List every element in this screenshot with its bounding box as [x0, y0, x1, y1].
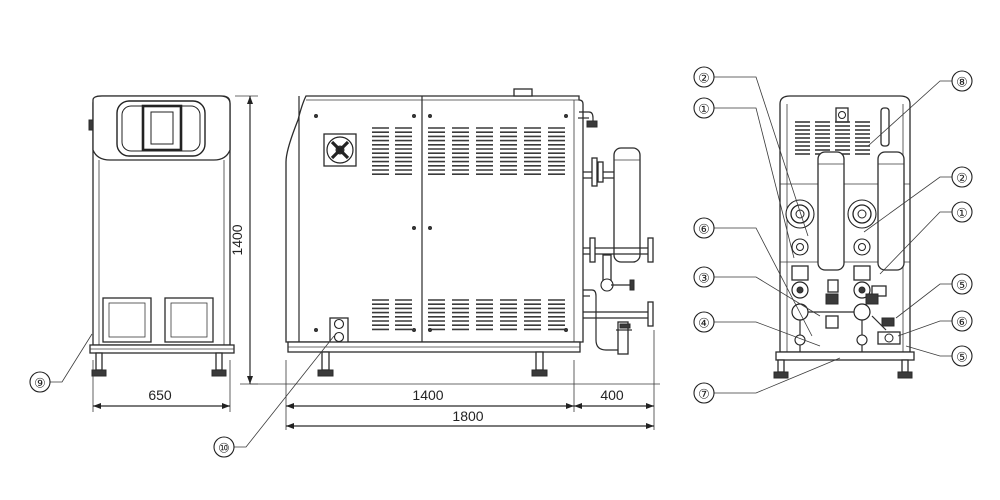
- svg-text:⑥: ⑥: [698, 222, 710, 237]
- callout-1-left: ①: [693, 97, 715, 119]
- callout-6-left: ⑥: [693, 217, 715, 239]
- side-view: [285, 88, 654, 377]
- svg-text:⑩: ⑩: [218, 441, 230, 456]
- svg-text:②: ②: [956, 171, 968, 186]
- svg-text:⑦: ⑦: [698, 387, 710, 402]
- callout-5-lower: ⑤: [951, 345, 973, 367]
- dim-front-width: 650: [148, 387, 172, 403]
- callout-7: ⑦: [693, 382, 715, 404]
- svg-text:⑤: ⑤: [956, 350, 968, 365]
- callout-1-right: ①: [951, 201, 973, 223]
- svg-text:③: ③: [698, 271, 710, 286]
- callout-6-right: ⑥: [951, 310, 973, 332]
- dim-body-length: 1400: [412, 387, 443, 403]
- dim-total-length: 1800: [452, 408, 483, 424]
- callout-2-left: ②: [693, 66, 715, 88]
- svg-text:⑥: ⑥: [956, 315, 968, 330]
- svg-text:①: ①: [698, 102, 710, 117]
- callout-2-right: ②: [951, 166, 973, 188]
- leader-lines: [50, 76, 952, 448]
- svg-text:⑤: ⑤: [956, 278, 968, 293]
- svg-text:⑨: ⑨: [34, 376, 46, 391]
- rear-view: [773, 95, 915, 379]
- callout-4: ④: [693, 311, 715, 333]
- callout-10: ⑩: [213, 436, 235, 458]
- callout-5-upper: ⑤: [951, 273, 973, 295]
- dimension-lines: [92, 95, 660, 430]
- svg-text:⑧: ⑧: [956, 75, 968, 90]
- callout-9: ⑨: [29, 371, 51, 393]
- svg-text:②: ②: [698, 71, 710, 86]
- front-view: [88, 95, 235, 377]
- dim-height: 1400: [229, 224, 245, 255]
- svg-text:①: ①: [956, 206, 968, 221]
- svg-text:④: ④: [698, 316, 710, 331]
- callout-3: ③: [693, 266, 715, 288]
- callout-8: ⑧: [951, 70, 973, 92]
- dim-extension: 400: [600, 387, 624, 403]
